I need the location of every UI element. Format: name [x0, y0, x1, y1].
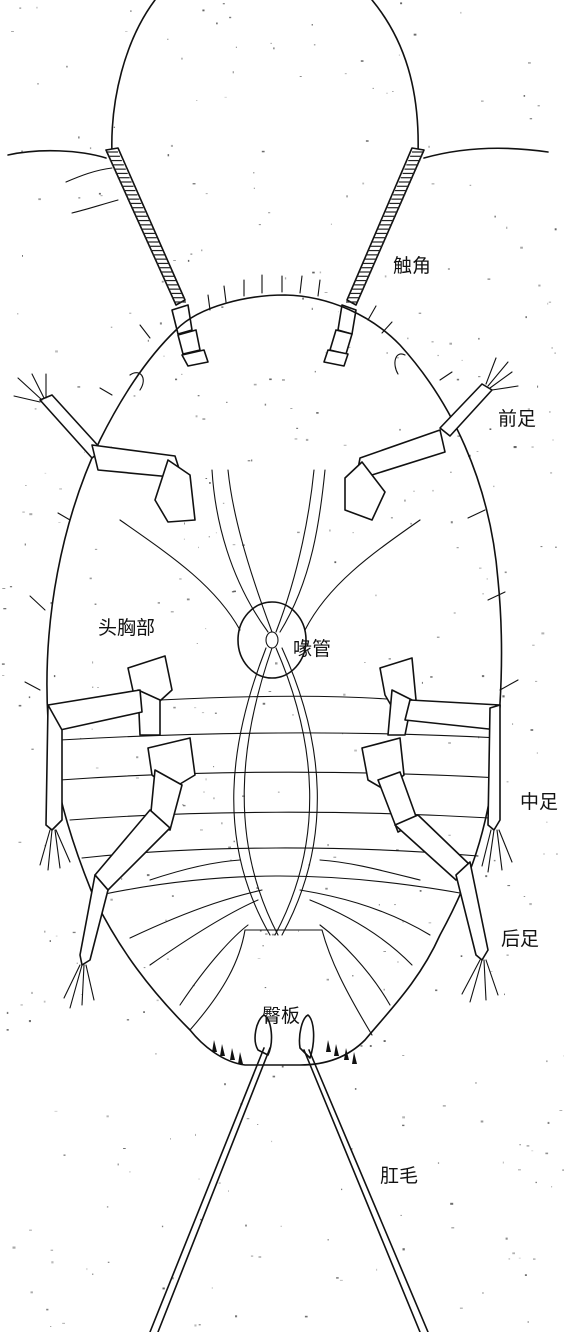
left-antenna [106, 148, 208, 366]
label-anal-seta: 肛毛 [380, 1165, 418, 1187]
antenna-setae [8, 0, 548, 213]
left-foreleg [14, 374, 195, 522]
label-cephalothorax: 头胸部 [98, 617, 155, 639]
label-midleg: 中足 [520, 791, 558, 813]
label-hindleg: 后足 [501, 928, 539, 950]
pygidium [190, 930, 372, 1064]
right-hindleg [362, 738, 498, 1002]
body-outline [47, 295, 502, 1065]
right-foreleg [345, 358, 518, 520]
anal-setae [150, 1048, 428, 1332]
label-pygidium: 臀板 [262, 1005, 300, 1027]
label-foreleg: 前足 [498, 408, 536, 430]
beak [120, 470, 420, 935]
label-antenna: 触角 [393, 255, 431, 277]
label-beak: 喙管 [293, 638, 331, 660]
